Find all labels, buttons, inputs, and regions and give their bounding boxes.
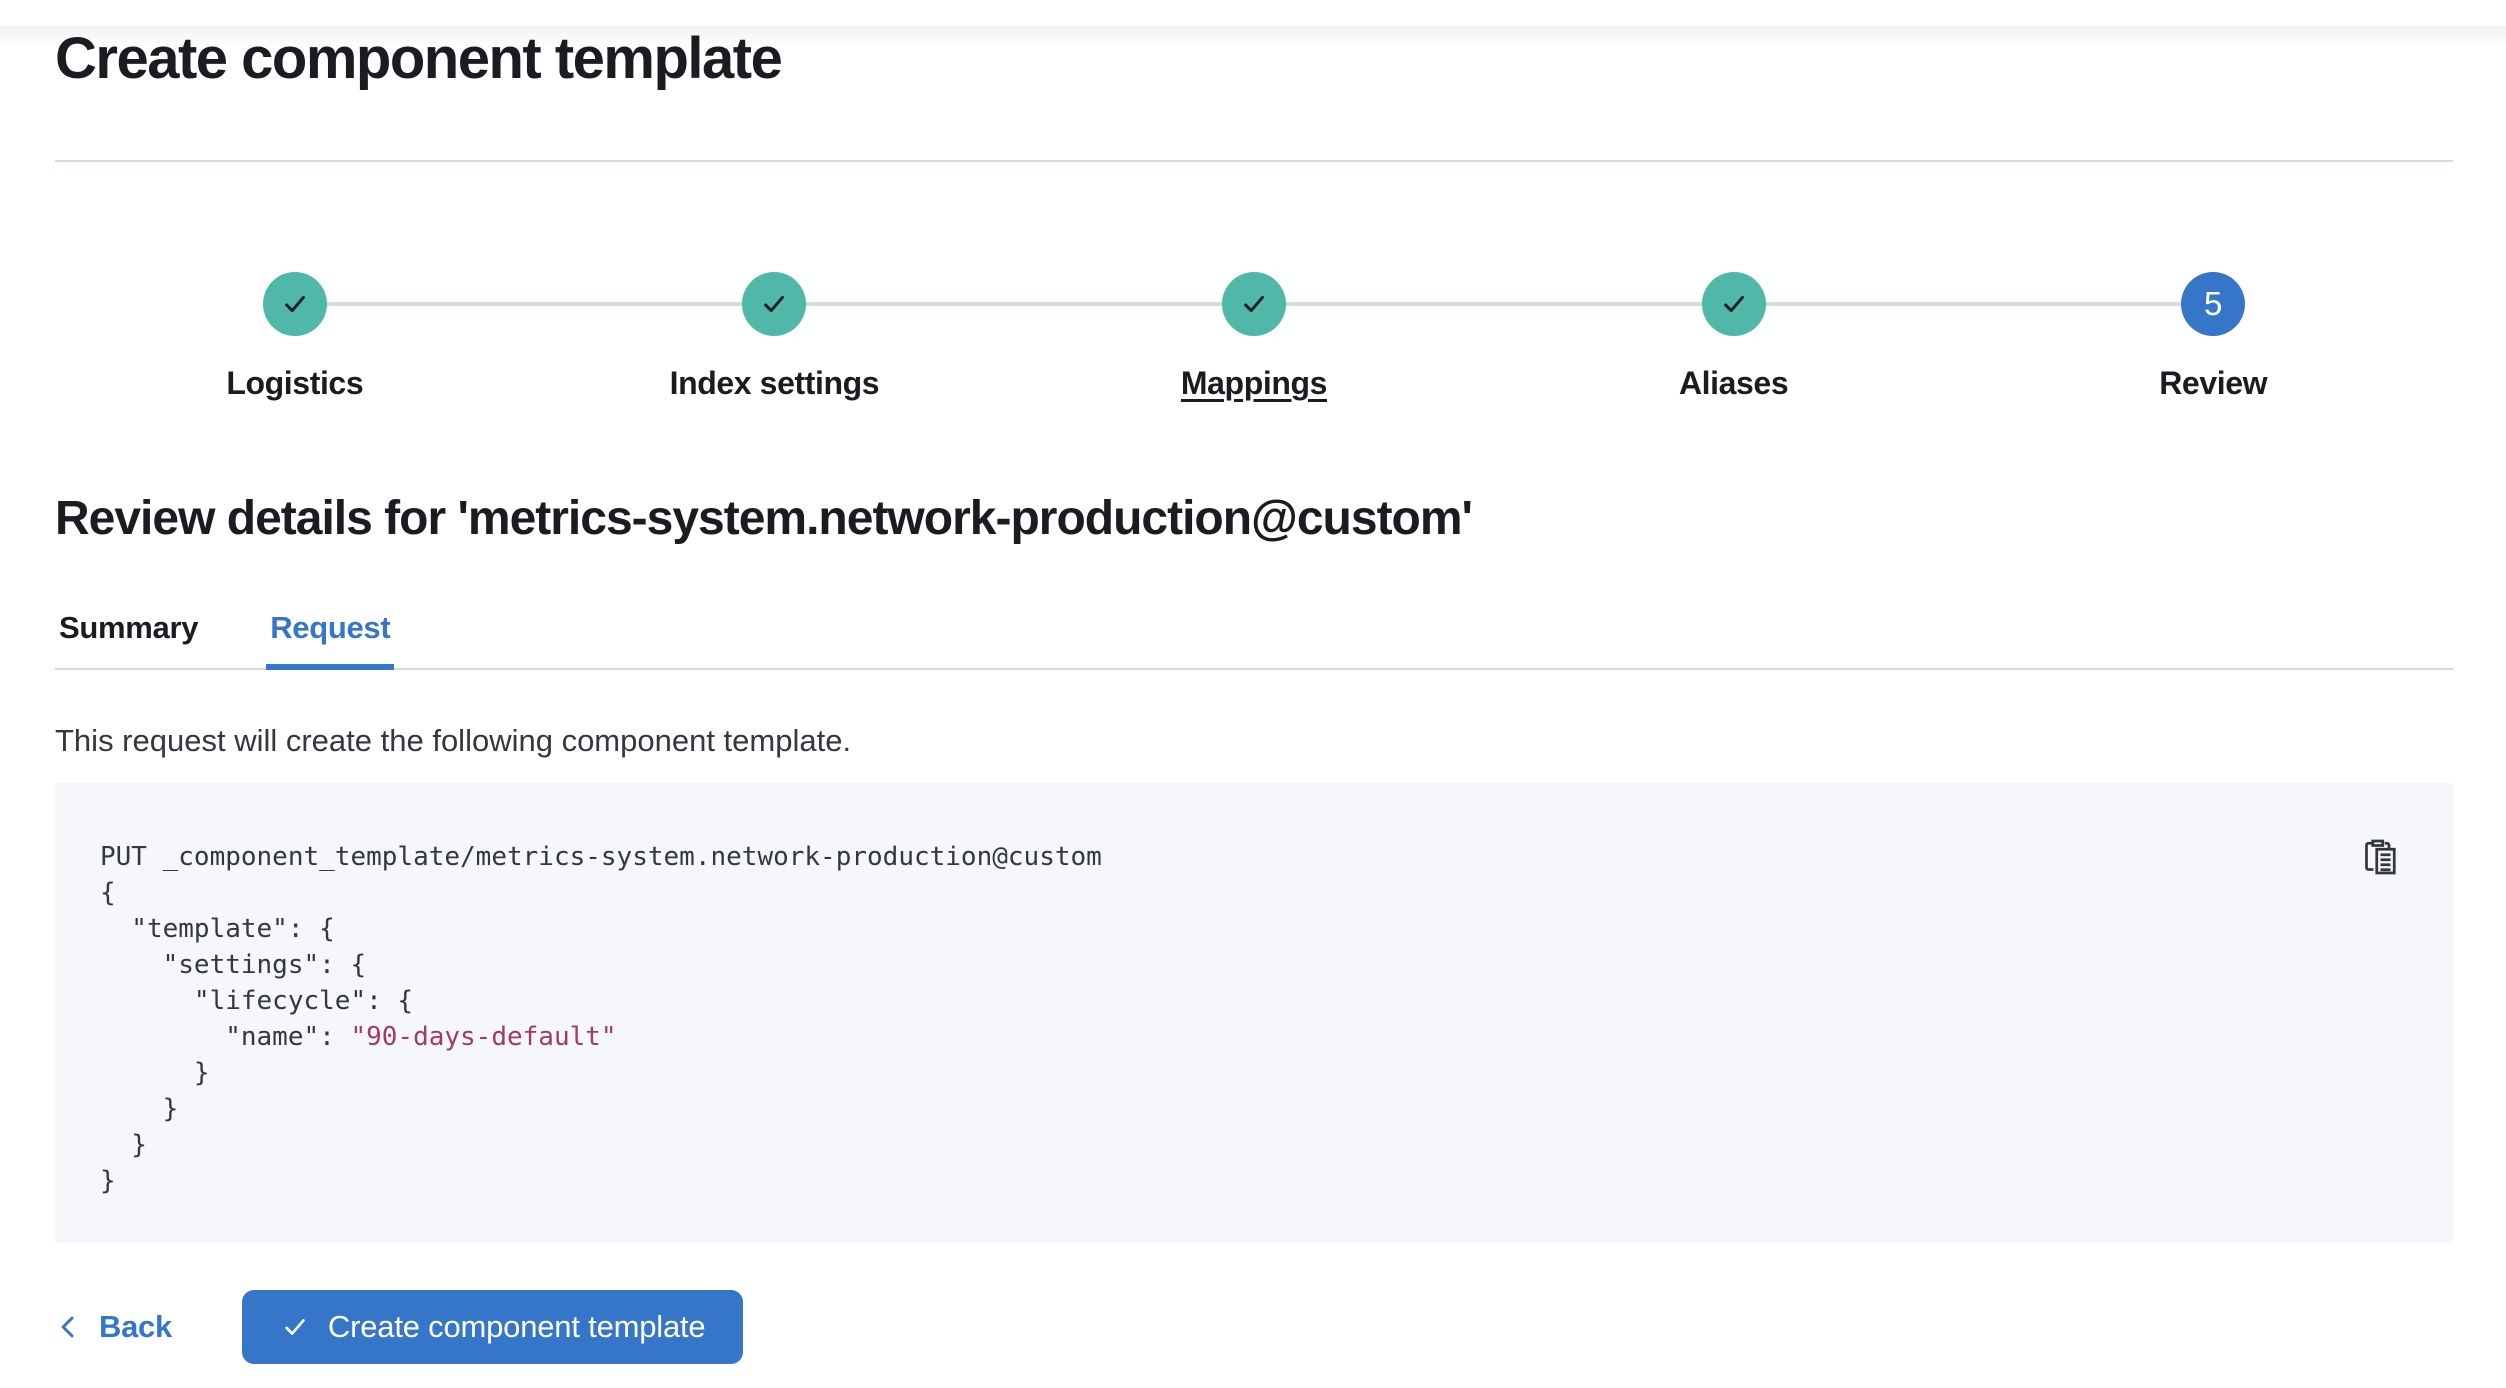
create-button-label: Create component template	[327, 1309, 706, 1344]
code-line: "template": {	[100, 914, 335, 944]
code-line: "name": "90-days-default"	[100, 1019, 2333, 1055]
code-line: }	[100, 1166, 116, 1196]
step-complete-circle	[742, 272, 807, 336]
step-label: Logistics	[226, 365, 364, 401]
step-logistics[interactable]: Logistics	[55, 272, 535, 402]
step-label: Review	[2159, 365, 2268, 401]
code-line: "lifecycle": {	[100, 986, 414, 1016]
create-component-template-page: Create component template Logistics Inde…	[0, 26, 2506, 1364]
step-review[interactable]: 5 Review	[1973, 272, 2453, 402]
step-complete-circle	[262, 272, 327, 336]
code-line: }	[100, 1130, 147, 1160]
page-title: Create component template	[55, 26, 783, 91]
code-line: "settings": {	[100, 950, 367, 980]
check-icon	[284, 295, 305, 313]
request-code-block: PUT _component_template/metrics-system.n…	[55, 783, 2453, 1243]
code-line: PUT _component_template/metrics-system.n…	[100, 842, 1102, 872]
check-icon	[1244, 295, 1264, 313]
step-label: Aliases	[1678, 365, 1789, 401]
check-icon	[285, 1319, 305, 1335]
chevron-left-icon	[61, 1316, 74, 1338]
wizard-footer: Back Create component template	[55, 1290, 2453, 1364]
code-line-key: "name":	[100, 1022, 351, 1052]
tab-request[interactable]: Request	[266, 610, 395, 670]
copy-clipboard-icon	[2365, 839, 2396, 875]
check-icon	[1723, 295, 1744, 313]
review-tabs: Summary Request	[55, 610, 2453, 670]
title-divider	[55, 160, 2453, 162]
back-button[interactable]: Back	[55, 1309, 172, 1345]
back-button-label: Back	[99, 1309, 172, 1344]
step-index-settings[interactable]: Index settings	[534, 272, 1015, 402]
code-line: {	[100, 878, 116, 908]
code-line-string-value: "90-days-default"	[350, 1022, 617, 1052]
request-description: This request will create the following c…	[55, 723, 852, 758]
step-complete-circle	[1221, 272, 1286, 336]
tab-summary[interactable]: Summary	[55, 610, 202, 670]
step-label: Index settings	[669, 365, 880, 401]
copy-to-clipboard-button[interactable]	[2359, 835, 2403, 879]
create-component-template-button[interactable]: Create component template	[241, 1290, 744, 1364]
horizontal-stepper: Logistics Index settings Mappings Aliase…	[55, 272, 2453, 402]
check-icon	[764, 295, 785, 313]
step-current-circle: 5	[2181, 272, 2246, 336]
code-line: }	[100, 1094, 179, 1124]
step-complete-circle	[1701, 272, 1766, 336]
review-details-heading: Review details for 'metrics-system.netwo…	[55, 492, 1473, 545]
step-label: Mappings	[1180, 365, 1328, 401]
step-number: 5	[2203, 285, 2223, 322]
step-mappings[interactable]: Mappings	[1014, 272, 1494, 402]
step-aliases[interactable]: Aliases	[1493, 272, 1974, 402]
code-line: }	[100, 1058, 210, 1088]
